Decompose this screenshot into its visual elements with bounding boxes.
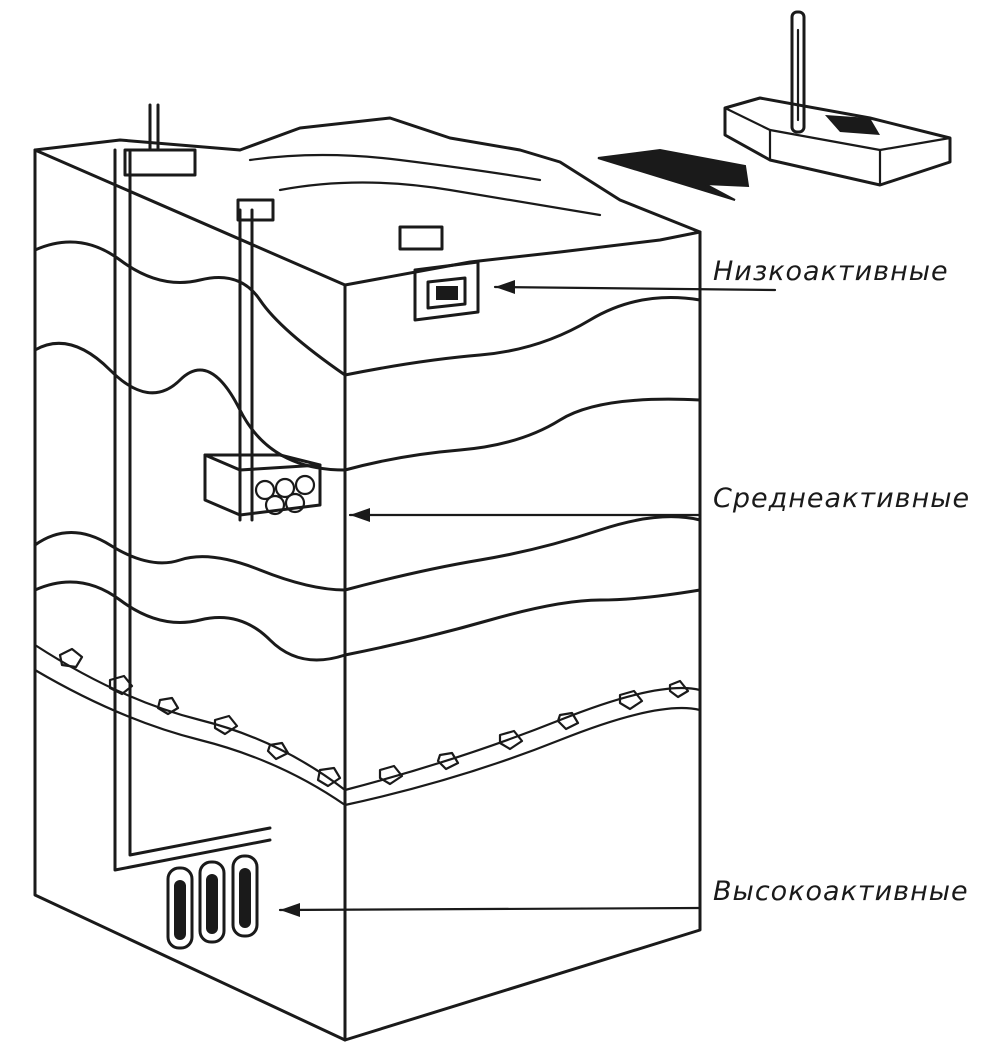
high-level-pointer-arrow — [278, 903, 702, 917]
deep-shaft — [113, 103, 272, 872]
medium-level-shaft — [236, 198, 275, 522]
low-level-trench — [398, 225, 480, 322]
rubble-layer — [33, 643, 702, 807]
strata-lines — [33, 240, 702, 662]
surface-slab-assembly — [723, 10, 952, 187]
medium-level-label: Среднеактивные — [713, 483, 971, 514]
low-level-pointer-arrow — [493, 280, 777, 294]
medium-level-pointer-arrow — [348, 508, 702, 522]
high-level-canisters — [166, 854, 259, 950]
high-level-label: Высокоактивные — [713, 876, 969, 907]
low-level-label: Низкоактивные — [713, 256, 949, 287]
rock-block — [33, 148, 702, 1042]
ground-surface — [33, 116, 702, 287]
medium-level-chamber — [203, 453, 322, 517]
placement-arrow-icon — [597, 148, 750, 201]
